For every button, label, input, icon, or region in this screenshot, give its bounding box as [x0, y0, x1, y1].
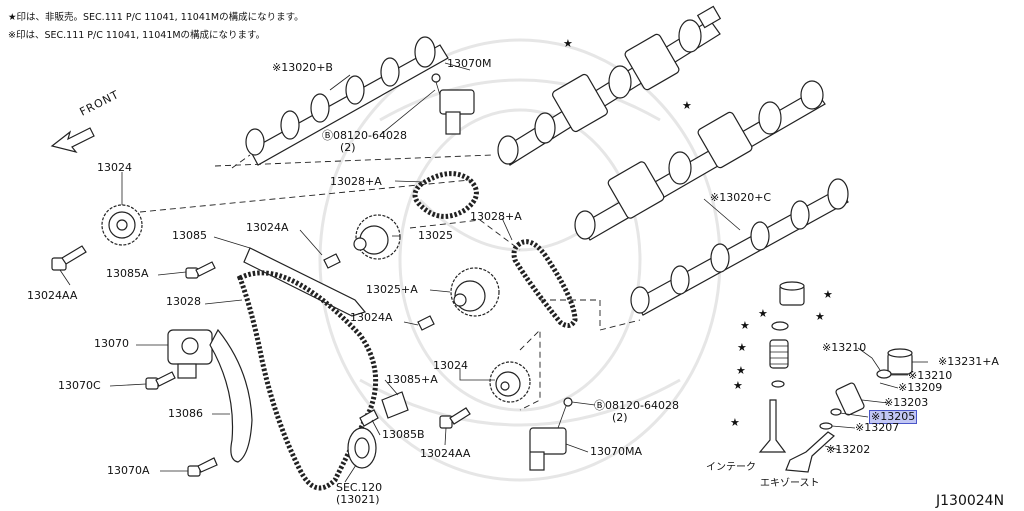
sprocket-13024-mid: [489, 361, 531, 403]
label-13020b[interactable]: ※13020+B: [272, 61, 333, 74]
label-intake: インテーク: [706, 462, 756, 473]
label-13209[interactable]: ※13209: [898, 381, 943, 394]
camshaft-13020c: [630, 178, 849, 316]
label-13207[interactable]: ※13207: [855, 421, 900, 434]
dashed-guide-lines: [139, 154, 641, 411]
sprocket-13025: [353, 214, 401, 260]
timing-chain-13028: [236, 270, 379, 491]
bolt-13024a-top: [323, 253, 341, 269]
valve-retainer: [771, 321, 789, 331]
bolt-13070a: [187, 457, 218, 477]
crank-sprocket: [347, 427, 377, 469]
label-13085[interactable]: 13085: [172, 229, 207, 242]
intake-valve: [758, 399, 787, 453]
sprocket-13024-top: [101, 204, 143, 246]
actuator-13070ma: [529, 397, 573, 471]
label-13025a[interactable]: 13025+A: [366, 283, 418, 296]
bolt-13024aa-left: [51, 245, 87, 271]
bolt-13070c: [145, 371, 176, 390]
seal-13205: [830, 408, 842, 416]
label-13231a[interactable]: ※13231+A: [938, 355, 999, 368]
camshaft-upper-right: [497, 5, 722, 166]
label-13024aa-mid[interactable]: 13024AA: [420, 447, 471, 460]
label-sec120[interactable]: SEC.120: [336, 481, 383, 494]
label-13085b[interactable]: 13085B: [382, 428, 425, 441]
star-mark: ★: [730, 416, 740, 429]
label-13024aa-left[interactable]: 13024AA: [27, 289, 78, 302]
guide-13085a-small: [381, 391, 409, 419]
bolt-13085b: [359, 409, 379, 427]
exhaust-valve: [785, 431, 835, 473]
label-13028a[interactable]: 13028+A: [470, 210, 522, 223]
slack-guide-13086: [209, 328, 253, 463]
label-13070m[interactable]: 13070M: [447, 57, 492, 70]
label-13020c[interactable]: ※13020+C: [710, 191, 772, 204]
label-13028b[interactable]: 13028+A: [330, 175, 382, 188]
diagram-id: J130024N: [936, 493, 1005, 509]
label-13024a-2[interactable]: 13024A: [350, 311, 393, 324]
label-13070a[interactable]: 13070A: [107, 464, 150, 477]
star-mark: ★: [815, 310, 825, 323]
bolt-13024aa-mid: [439, 407, 471, 429]
star-mark: ★: [740, 319, 750, 332]
label-13210-b[interactable]: ※13210: [908, 369, 953, 382]
bolt-13024a-lower: [417, 315, 435, 331]
actuator-13070m: [431, 73, 475, 135]
sprocket-13025a: [450, 267, 500, 317]
label-13085a[interactable]: 13085A: [106, 267, 149, 280]
label-13086[interactable]: 13086: [168, 407, 203, 420]
tensioner-13070: [167, 329, 213, 379]
chain-guide-13085: [243, 247, 367, 317]
label-13024-mid[interactable]: 13024: [433, 359, 468, 372]
star-mark: ★: [682, 99, 692, 112]
label-08120-bottom[interactable]: Ⓑ08120-64028: [594, 399, 679, 412]
label-13202[interactable]: ※13202: [826, 443, 871, 456]
star-mark: ★: [736, 364, 746, 377]
label-13203[interactable]: ※13203: [884, 396, 929, 409]
seat-13207: [819, 422, 833, 430]
note-line-1: ★印は、非販売。SEC.111 P/C 11041, 11041Mの構成になりま…: [8, 12, 304, 23]
label-13205-highlighted[interactable]: ※13205: [869, 410, 918, 424]
star-mark: ★: [823, 288, 833, 301]
star-mark: ★: [758, 307, 768, 320]
star-mark: ★: [563, 37, 573, 50]
label-13070ma[interactable]: 13070MA: [590, 445, 643, 458]
label-08120-top[interactable]: Ⓑ08120-64028: [322, 129, 407, 142]
retainer-13210: [876, 369, 892, 379]
valve-spring-left: [769, 339, 789, 369]
label-13025[interactable]: 13025: [418, 229, 453, 242]
watermark-emblem: [318, 38, 722, 482]
lifter-13231a: [887, 348, 913, 375]
spring-13203: [835, 382, 865, 416]
note-line-2: ※印は、SEC.111 P/C 11041, 11041Mの構成になります。: [8, 30, 266, 41]
label-sec120-sub: (13021): [336, 493, 380, 506]
label-13070[interactable]: 13070: [94, 337, 129, 350]
valve-seat-left: [771, 380, 785, 388]
label-13085plus[interactable]: 13085+A: [386, 373, 438, 386]
camshaft-middle-right: [574, 80, 826, 241]
star-mark: ★: [737, 341, 747, 354]
valve-lifter: [779, 281, 805, 306]
label-13210-a[interactable]: ※13210: [822, 341, 867, 354]
label-13024-top[interactable]: 13024: [97, 161, 132, 174]
label-13028[interactable]: 13028: [166, 295, 201, 308]
chain-right: [511, 239, 578, 328]
leader-lines: [59, 62, 928, 483]
label-13024a[interactable]: 13024A: [246, 221, 289, 234]
bolt-13085a: [185, 261, 216, 279]
label-08120-bottom-qty: (2): [612, 411, 628, 424]
front-arrow-icon: [50, 127, 95, 154]
camshaft-13020b: [245, 36, 449, 166]
chain-upper: [412, 171, 479, 219]
label-13070c[interactable]: 13070C: [58, 379, 101, 392]
label-exhaust: エキゾースト: [760, 478, 820, 489]
star-mark: ★: [733, 379, 743, 392]
label-08120-top-qty: (2): [340, 141, 356, 154]
